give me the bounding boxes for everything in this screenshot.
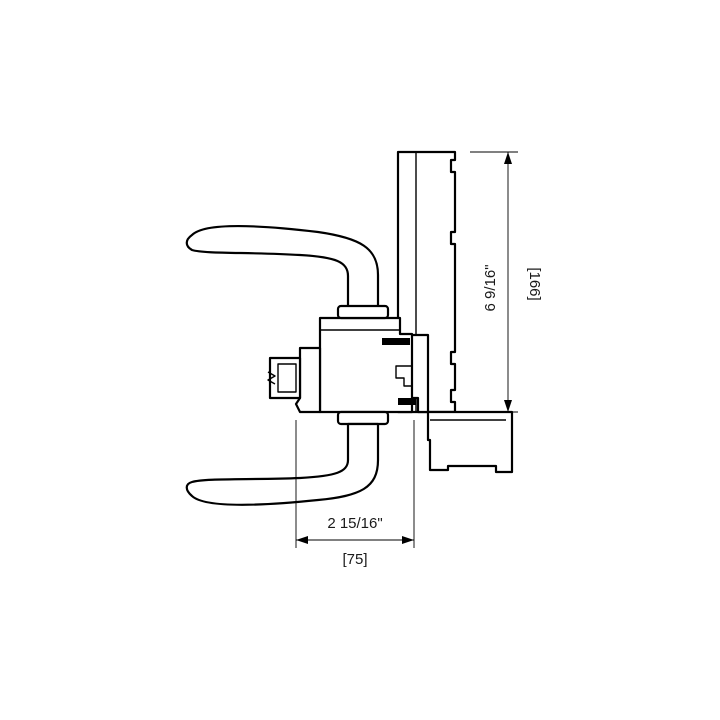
bottom-jamb [426, 410, 514, 474]
chassis-latch-pocket [395, 365, 413, 387]
upper-lever [185, 224, 390, 320]
depth-imperial-label: 2 15/16" [327, 515, 382, 532]
upper-rose [336, 304, 390, 320]
jamb-profile [426, 410, 514, 474]
height-arrow-bottom [504, 400, 512, 412]
depth-arrow-right [402, 536, 414, 544]
cylinder-break-line [267, 371, 276, 385]
height-imperial-label: 6 9/16" [482, 264, 499, 311]
depth-metric-label: [75] [342, 551, 367, 568]
latch-bolt-upper [382, 338, 410, 345]
cylinder-core [277, 363, 297, 393]
depth-dimension: 2 15/16" [75] [295, 420, 415, 568]
upper-lever-handle [185, 224, 380, 314]
lower-lever-handle [185, 422, 380, 506]
lower-lever [185, 410, 390, 506]
height-arrow-top [504, 152, 512, 164]
lower-rose [336, 410, 390, 426]
latch-bolt-lower [398, 398, 416, 405]
lock-chassis [294, 316, 416, 414]
cylinder-housing [267, 356, 302, 400]
height-metric-label: [166] [526, 267, 543, 300]
depth-arrow-left [296, 536, 308, 544]
chassis-body [318, 316, 414, 414]
height-dimension: 6 9/16" [166] [466, 151, 543, 413]
